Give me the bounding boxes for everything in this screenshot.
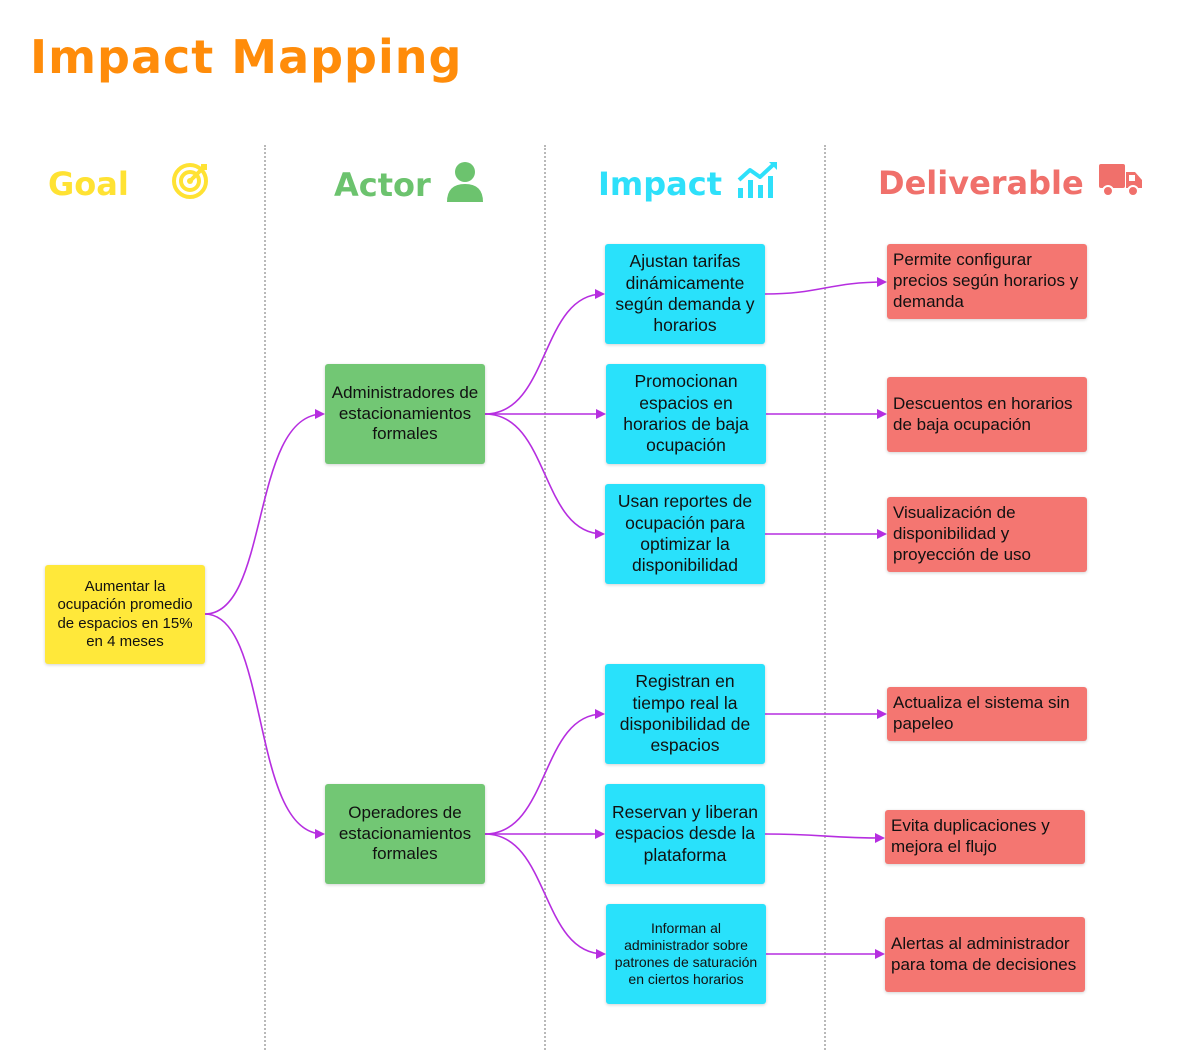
impact-header: Impact — [598, 160, 780, 208]
deliverable-card[interactable]: Permite configurar precios según horario… — [887, 244, 1087, 319]
actor-header: Actor — [334, 160, 485, 210]
connector-impact1-deliv-1 — [764, 277, 887, 295]
connector-actor1-impact-3 — [484, 413, 605, 539]
user-icon — [445, 160, 485, 210]
deliverable-card[interactable]: Actualiza el sistema sin papeleo — [887, 687, 1087, 741]
actor-header-label: Actor — [334, 166, 431, 204]
connector-actor2-impact-6 — [484, 833, 606, 959]
impact-card[interactable]: Usan reportes de ocupación para optimiza… — [605, 484, 765, 584]
page-title: Impact Mapping — [30, 30, 463, 84]
goal-card[interactable]: Aumentar la ocupación promedio de espaci… — [45, 565, 205, 664]
connector-goal-actor-2 — [204, 613, 325, 839]
chart-icon — [736, 160, 780, 208]
goal-header: Goal — [48, 160, 211, 208]
actor-card[interactable]: Operadores de estacionamientos formales — [325, 784, 485, 884]
impact-card[interactable]: Registran en tiempo real la disponibilid… — [605, 664, 765, 764]
truck-icon — [1098, 160, 1144, 206]
connector-actor2-impact-4 — [484, 709, 605, 835]
impact-header-label: Impact — [598, 165, 723, 203]
deliverable-card[interactable]: Evita duplicaciones y mejora el flujo — [885, 810, 1085, 864]
deliverable-card[interactable]: Descuentos en horarios de baja ocupación — [887, 377, 1087, 452]
impact-card[interactable]: Reservan y liberan espacios desde la pla… — [605, 784, 765, 884]
connector-impact5-deliv-5 — [764, 832, 885, 843]
goal-header-label: Goal — [48, 165, 129, 203]
column-divider — [824, 145, 826, 1050]
connector-goal-actor-1 — [204, 409, 325, 615]
column-divider — [264, 145, 266, 1050]
column-divider — [544, 145, 546, 1050]
impact-card[interactable]: Informan al administrador sobre patrones… — [606, 904, 766, 1004]
impact-card[interactable]: Ajustan tarifas dinámicamente según dema… — [605, 244, 765, 344]
deliverable-card[interactable]: Visualización de disponibilidad y proyec… — [887, 497, 1087, 572]
deliverable-header: Deliverable — [878, 160, 1144, 206]
target-icon — [171, 160, 211, 208]
deliverable-header-label: Deliverable — [878, 164, 1084, 202]
actor-card[interactable]: Administradores de estacionamientos form… — [325, 364, 485, 464]
impact-card[interactable]: Promocionan espacios en horarios de baja… — [606, 364, 766, 464]
deliverable-card[interactable]: Alertas al administrador para toma de de… — [885, 917, 1085, 992]
connector-actor1-impact-1 — [484, 289, 605, 415]
